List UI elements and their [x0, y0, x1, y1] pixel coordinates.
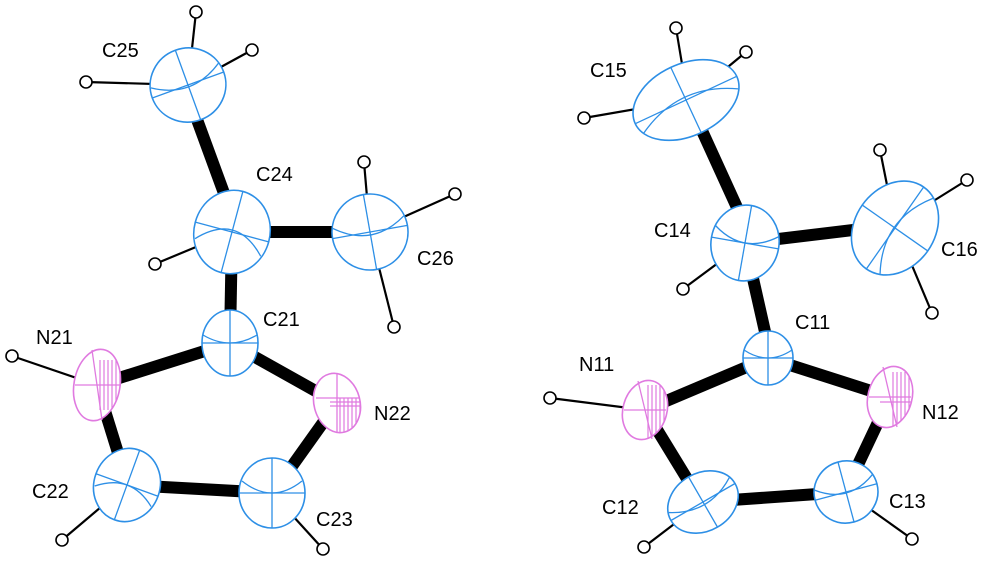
atom-label-c23: C23 [316, 509, 353, 531]
atom-c14-ellipsoid [710, 204, 780, 282]
atom-n12-ellipsoid [866, 365, 914, 430]
hydrogen-atom [245, 43, 259, 57]
atom-label-c21: C21 [263, 309, 300, 331]
atom-label-c22: C22 [32, 481, 69, 503]
hydrogen-atom [543, 391, 557, 405]
atom-label-c11: C11 [795, 312, 830, 334]
atom-label-c24: C24 [256, 164, 293, 186]
hydrogen-atom [960, 173, 974, 187]
hydrogen-atom [148, 257, 162, 271]
atom-c24-ellipsoid [192, 189, 272, 275]
atom-c22-ellipsoid [92, 447, 162, 523]
atom-c25-ellipsoid [149, 47, 227, 123]
atom-c11-ellipsoid [742, 330, 794, 386]
hydrogen-atom [873, 143, 887, 157]
atom-label-n21: N21 [36, 327, 73, 349]
hydrogen-atom [5, 349, 19, 363]
molecule-1: C25 C24 C26 C21 N21 N22 C22 C23 [5, 5, 462, 556]
molecule-1-hydrogens [5, 5, 462, 556]
atom-c26-ellipsoid [331, 193, 409, 271]
molecule-2-hydrogens [543, 21, 974, 554]
atom-label-c16: C16 [941, 239, 978, 261]
hydrogen-atom [739, 45, 753, 59]
atom-label-c25: C25 [102, 40, 139, 62]
atom-label-c26: C26 [417, 248, 454, 270]
atom-c23-ellipsoid [238, 457, 306, 529]
atom-label-n12: N12 [922, 402, 959, 424]
atom-label-c12: C12 [602, 497, 639, 519]
atom-n21-ellipsoid [72, 348, 122, 422]
atom-label-c13: C13 [889, 491, 926, 513]
hydrogen-atom [448, 187, 462, 201]
atom-c21-ellipsoid [201, 309, 259, 377]
hydrogen-atom [316, 542, 330, 556]
atom-c12-ellipsoid [667, 470, 739, 534]
hydrogen-atom [577, 111, 591, 125]
hydrogen-atom [905, 532, 919, 546]
hydrogen-atom [357, 155, 371, 169]
hydrogen-atom [925, 306, 939, 320]
atom-label-c14: C14 [654, 220, 691, 242]
hydrogen-atom [387, 320, 401, 334]
hydrogen-atom [79, 75, 93, 89]
molecule-2-labels: C15 C14 C16 C11 N11 N12 C12 C13 [579, 60, 978, 519]
atom-c16-ellipsoid [850, 180, 940, 276]
atom-label-n22: N22 [374, 403, 411, 425]
atom-n11-ellipsoid [621, 379, 669, 441]
molecule-2-bonds [639, 97, 896, 508]
atom-c13-ellipsoid [813, 460, 879, 524]
atom-c15-ellipsoid [632, 58, 740, 142]
atom-n22-ellipsoid [312, 372, 362, 435]
atom-label-n11: N11 [579, 354, 614, 376]
molecule-2: C15 C14 C16 C11 N11 N12 C12 C13 [543, 21, 978, 554]
hydrogen-atom [676, 282, 690, 296]
hydrogen-atom [55, 533, 69, 547]
hydrogen-atom [669, 21, 683, 35]
hydrogen-atom [189, 5, 203, 19]
hydrogen-atom [637, 540, 651, 554]
molecule-1-bonds [91, 92, 370, 499]
molecule-1-labels: C25 C24 C26 C21 N21 N22 C22 C23 [32, 40, 454, 531]
atom-label-c15: C15 [590, 60, 627, 82]
